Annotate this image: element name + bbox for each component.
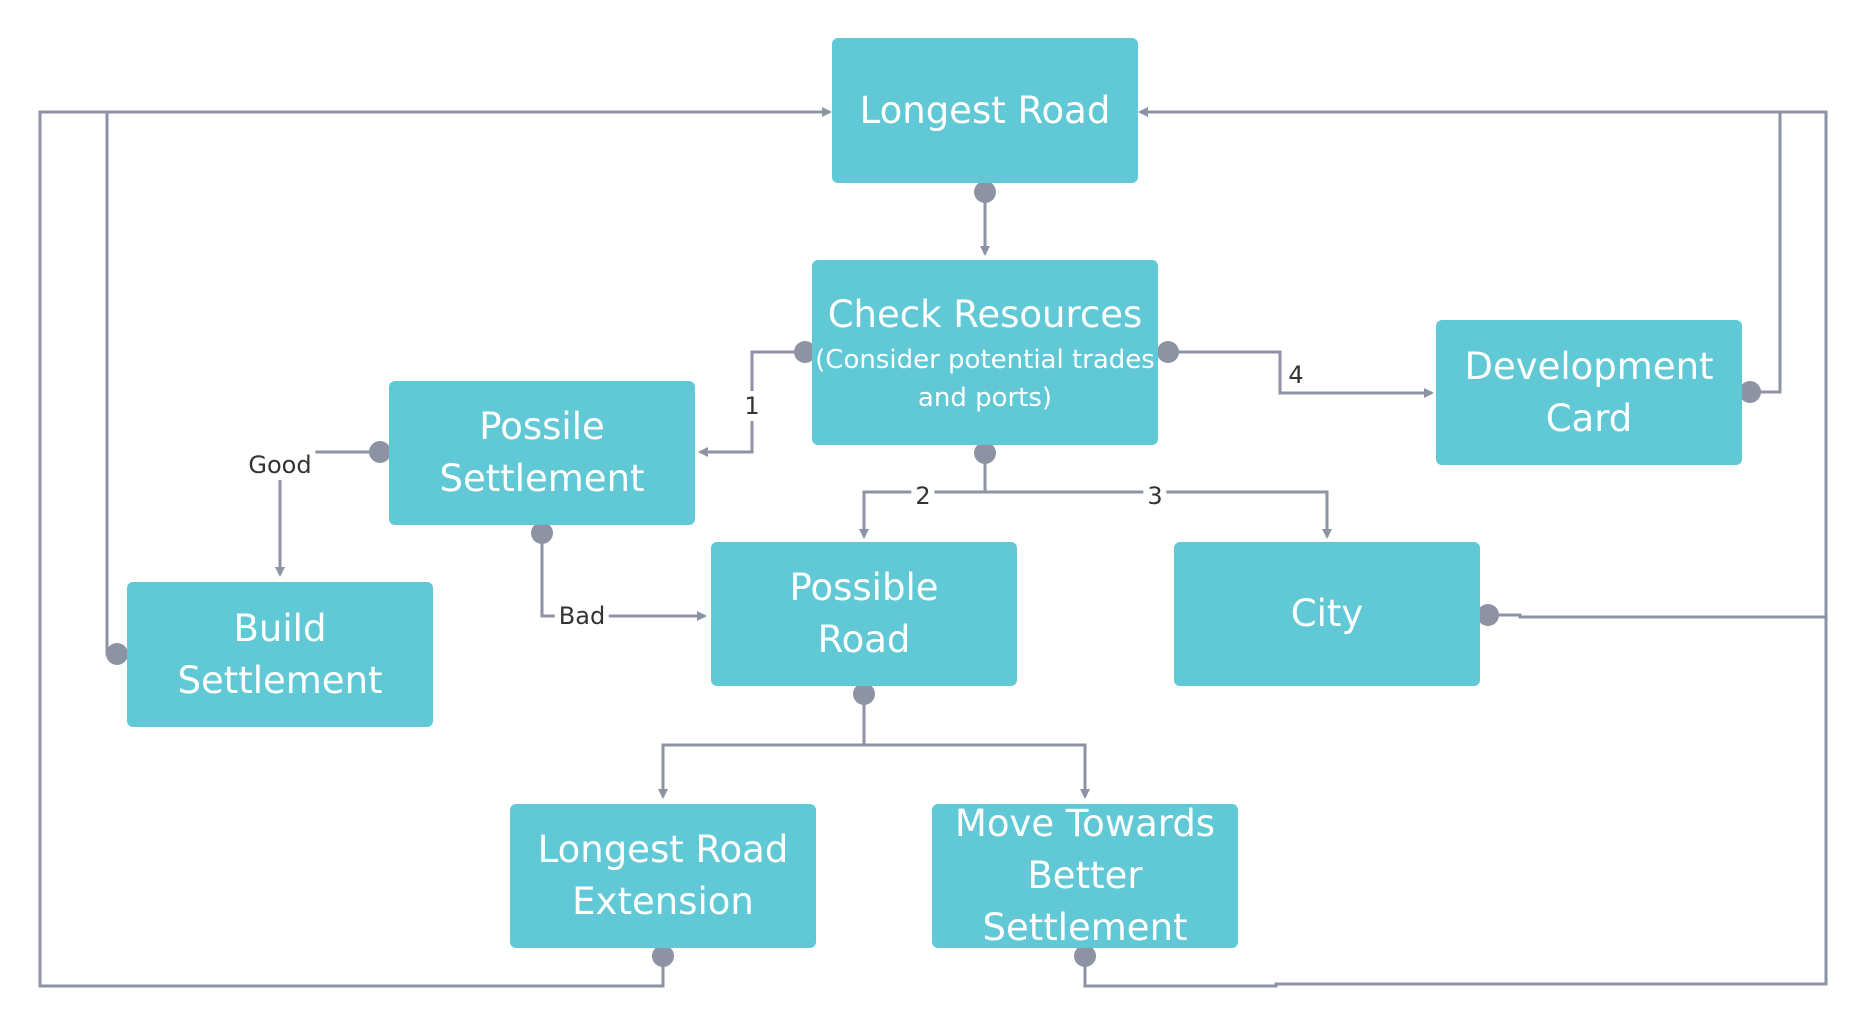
node-move-towards-better-settlement[interactable]: Move Towards Better Settlement <box>932 802 1238 949</box>
node-label: Possile <box>479 405 605 448</box>
connector-dot <box>369 441 391 463</box>
node-development-card[interactable]: Development Card <box>1436 320 1742 465</box>
edge-label-2: 2 <box>911 481 935 511</box>
edge-city-to-longest-road <box>1488 110 1828 619</box>
node-label: Extension <box>572 880 754 923</box>
connector-dot <box>1739 381 1761 403</box>
node-label: Settlement <box>177 658 383 702</box>
node-longest-road[interactable]: Longest Road <box>832 38 1138 183</box>
edge-label-4: 4 <box>1284 360 1308 390</box>
connector-dot <box>652 945 674 967</box>
node-check-resources[interactable]: Check Resources (Consider potential trad… <box>812 260 1158 445</box>
node-possible-road[interactable]: Possible Road <box>711 542 1017 686</box>
edge-settlement-to-possible-road <box>540 533 707 621</box>
node-label: Road <box>817 618 911 661</box>
node-label: Settlement <box>439 457 645 500</box>
edge-road-to-extension <box>658 694 866 799</box>
edge-label-bad: Bad <box>554 601 610 631</box>
node-label: Settlement <box>982 906 1188 949</box>
node-city[interactable]: City <box>1174 542 1480 686</box>
node-label: Longest Road <box>537 828 789 871</box>
connector-dot <box>531 522 553 544</box>
edge-move-towards-to-longest-road <box>1083 617 1828 988</box>
node-title: Check Resources <box>827 292 1143 336</box>
node-label: Possible <box>789 566 939 609</box>
edge-check-to-city <box>985 490 1332 539</box>
node-subtitle: (Consider potential trades <box>815 344 1155 375</box>
node-label: Better <box>1027 854 1143 897</box>
edge-label-good: Good <box>244 450 316 480</box>
node-label: Move Towards <box>954 802 1216 845</box>
edge-check-to-dev-card <box>1168 350 1434 398</box>
connector-dot <box>106 643 128 665</box>
node-possile-settlement[interactable]: Possile Settlement <box>389 381 695 525</box>
connector-dot <box>1074 945 1096 967</box>
connector-dot <box>974 181 996 203</box>
node-label: Build <box>233 606 327 650</box>
connector-dot <box>1477 604 1499 626</box>
node-label: Longest Road <box>859 88 1111 132</box>
node-build-settlement[interactable]: Build Settlement <box>127 582 433 727</box>
node-label: City <box>1290 592 1364 635</box>
edge-road-to-move-towards <box>864 743 1090 799</box>
edge-label-1: 1 <box>740 391 764 421</box>
edge-extension-to-longest-road <box>38 110 665 988</box>
connector-dot <box>853 683 875 705</box>
edge-dev-card-to-longest-road <box>1138 107 1782 394</box>
connector-dot <box>794 341 816 363</box>
node-label: Development <box>1464 344 1714 388</box>
node-longest-road-extension[interactable]: Longest Road Extension <box>510 804 816 948</box>
connector-dot <box>974 442 996 464</box>
node-label: Card <box>1545 396 1633 440</box>
connector-dot <box>1157 341 1179 363</box>
node-subtitle: and ports) <box>917 382 1053 413</box>
edge-label-3: 3 <box>1143 481 1167 511</box>
